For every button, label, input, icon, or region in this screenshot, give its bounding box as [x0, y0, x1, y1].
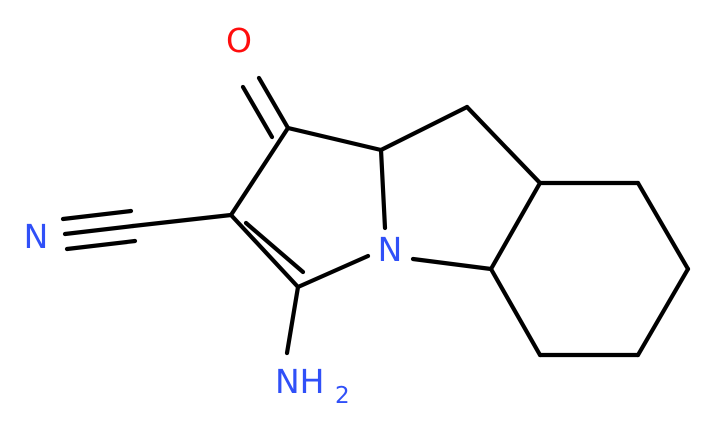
bond-c1-c2 — [228, 125, 291, 218]
bonds — [60, 75, 691, 358]
bond-c4a-n4 — [410, 256, 494, 272]
bond-c9a-c9 — [378, 104, 470, 153]
atom-label-nitrile-n: N — [24, 217, 49, 256]
bond-c9-c8a — [464, 104, 543, 186]
bond-c5-c4a — [488, 266, 543, 358]
bond-c2-c3 — [228, 212, 301, 290]
atom-label-oxygen: O — [226, 21, 252, 60]
bond-nitrile-2 — [60, 208, 134, 222]
bond-carbonyl-a — [256, 75, 291, 131]
bond-carbonyl-b — [240, 84, 275, 140]
bond-n4-c9a — [378, 147, 388, 231]
atom-label-ring-n: N — [378, 230, 403, 269]
bond-c8-c7 — [635, 180, 691, 272]
atom-labels: O N N NH 2 — [24, 21, 403, 409]
bond-nitrile-1 — [62, 223, 136, 237]
bond-c2-cnitrile — [130, 212, 234, 229]
bond-c3-nh2 — [284, 284, 301, 356]
amine-subscript: 2 — [335, 383, 350, 409]
bond-c7-c6 — [635, 266, 691, 358]
atom-label-amine: NH 2 — [275, 362, 350, 409]
bond-c3-n4 — [295, 253, 371, 290]
bond-nitrile-3 — [64, 238, 138, 252]
amine-nh-text: NH — [275, 362, 325, 401]
bond-c1-c9a — [285, 125, 384, 153]
bond-c8a-c4a — [488, 180, 543, 272]
bond-c2-c3-inner — [243, 220, 306, 275]
